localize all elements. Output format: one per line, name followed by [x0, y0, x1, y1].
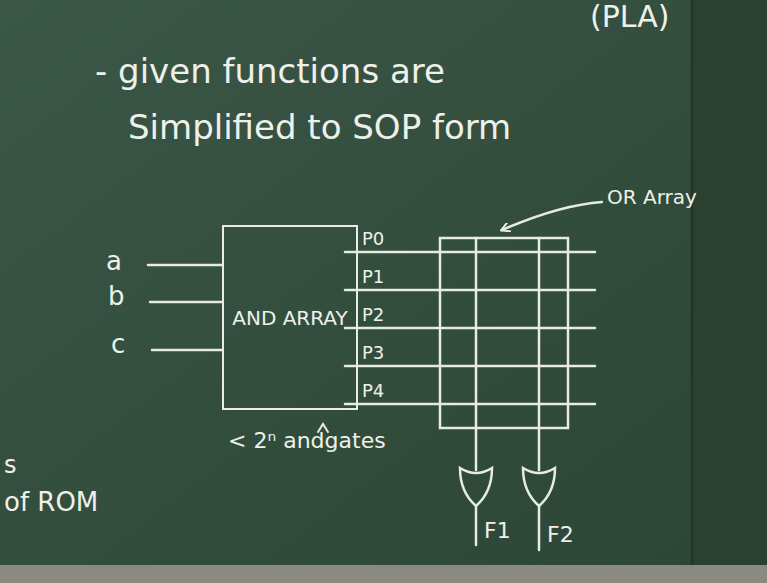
product-term-name: P2 [362, 305, 384, 326]
and-array-box: AND ARRAY [222, 225, 358, 410]
board-edge [692, 0, 767, 583]
board-seam [691, 0, 694, 565]
box-text: AND ARRAY [232, 305, 347, 331]
product-term-name: P0 [362, 229, 384, 250]
or-input-line [475, 238, 478, 470]
output-name: F1 [484, 518, 511, 543]
note-fragment: s [4, 452, 17, 480]
product-wire [345, 365, 595, 368]
product-wire [345, 251, 595, 254]
callout-arrow [502, 202, 602, 230]
product-term-name: P4 [362, 381, 384, 402]
callout-label: OR Array [607, 186, 697, 209]
output-wire [538, 506, 541, 550]
product-wire [345, 327, 595, 330]
or-gate [460, 468, 492, 506]
topic-heading: (PLA) [590, 0, 669, 35]
product-term-name: P3 [362, 343, 384, 364]
output-name: F2 [547, 522, 574, 547]
product-wire [345, 289, 595, 292]
input-wire [150, 301, 222, 304]
chalk-tray [0, 565, 767, 583]
input-name: a [106, 247, 122, 277]
or-input-line [538, 238, 541, 470]
output-wire [475, 506, 478, 545]
note-fragment: of ROM [4, 488, 98, 518]
input-name: b [108, 282, 125, 312]
note-text: - given functions are [95, 52, 445, 91]
input-name: c [111, 330, 125, 360]
product-wire [345, 403, 595, 406]
gate-count-note: < 2ⁿ andgates [228, 428, 386, 453]
product-term-name: P1 [362, 267, 384, 288]
input-wire [152, 349, 222, 352]
input-wire [148, 264, 222, 267]
note-text: Simplified to SOP form [128, 108, 511, 147]
or-gate [523, 468, 555, 506]
or-array-outline [440, 238, 568, 428]
